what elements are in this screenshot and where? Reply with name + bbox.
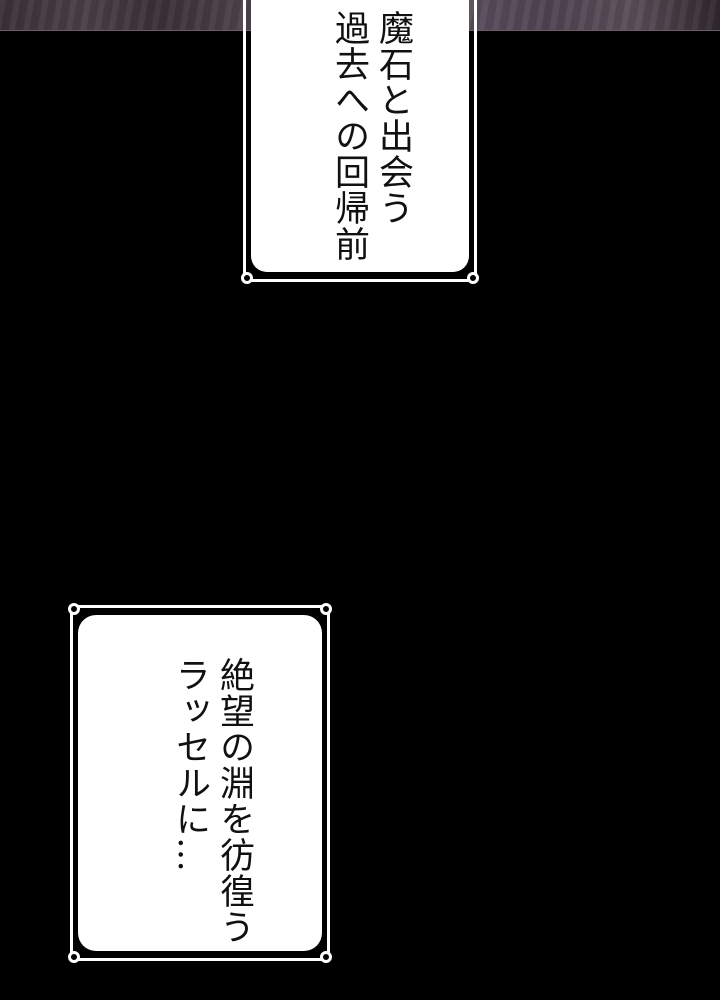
caption-text: 魔石と出会う 過去への回帰前 bbox=[327, 10, 415, 262]
caption-frame bbox=[243, 0, 477, 282]
corner-ornament-icon bbox=[68, 603, 80, 615]
caption-line-2: ラッセルに… bbox=[170, 657, 210, 873]
corner-ornament-icon bbox=[241, 272, 253, 284]
corner-ornament-icon bbox=[320, 603, 332, 615]
caption-line-2: 過去への回帰前 bbox=[329, 10, 369, 262]
corner-ornament-icon bbox=[68, 951, 80, 963]
caption-box-top: 魔石と出会う 過去への回帰前 bbox=[241, 0, 479, 284]
caption-fill bbox=[251, 0, 469, 272]
corner-ornament-icon bbox=[320, 951, 332, 963]
caption-box-bottom: 絶望の淵を彷徨う ラッセルに… bbox=[68, 603, 332, 963]
caption-frame bbox=[70, 605, 330, 961]
caption-line-1: 絶望の淵を彷徨う bbox=[214, 657, 254, 945]
corner-ornament-icon bbox=[467, 272, 479, 284]
caption-line-1: 魔石と出会う bbox=[373, 10, 413, 226]
caption-fill bbox=[78, 615, 322, 951]
caption-text: 絶望の淵を彷徨う ラッセルに… bbox=[168, 657, 256, 945]
